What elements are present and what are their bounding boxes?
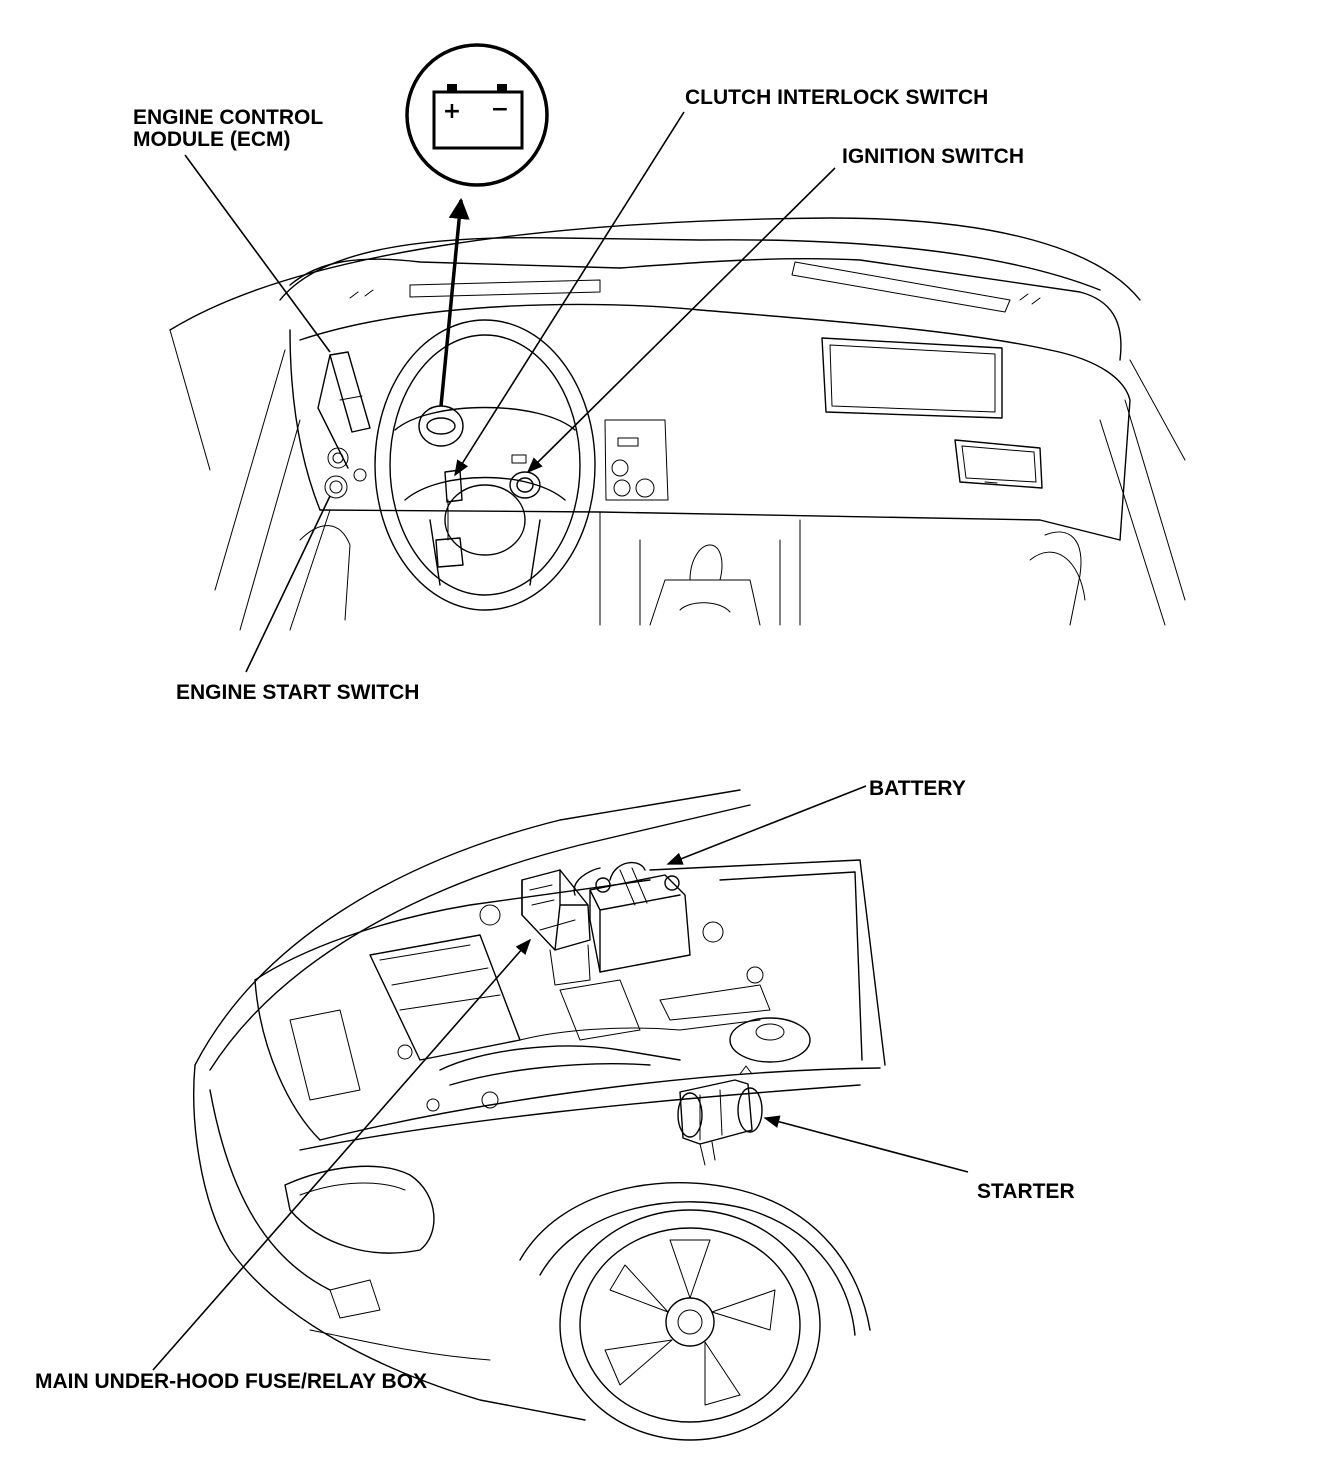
top-leader-lines xyxy=(184,111,836,673)
starter-label: STARTER xyxy=(977,1180,1075,1203)
battery-positive-symbol: + xyxy=(443,99,461,124)
battery-negative-symbol: − xyxy=(491,97,509,122)
ecm-label-line1: ENGINE CONTROL xyxy=(133,106,323,129)
ecm-label-line2: MODULE (ECM) xyxy=(133,128,290,151)
fuse-relay-box-label: MAIN UNDER-HOOD FUSE/RELAY BOX xyxy=(35,1370,427,1393)
engine-bay-illustration xyxy=(193,789,886,1441)
engine-start-switch-label: ENGINE START SWITCH xyxy=(176,681,419,704)
battery-label: BATTERY xyxy=(869,777,966,800)
dashboard-illustration xyxy=(169,217,1186,631)
battery-symbol-icon: + − xyxy=(405,43,549,187)
ignition-switch-label: IGNITION SWITCH xyxy=(842,145,1024,168)
bottom-leader-lines xyxy=(152,785,969,1371)
arrow-icon xyxy=(439,197,470,407)
clutch-interlock-switch-label: CLUTCH INTERLOCK SWITCH xyxy=(685,86,988,109)
